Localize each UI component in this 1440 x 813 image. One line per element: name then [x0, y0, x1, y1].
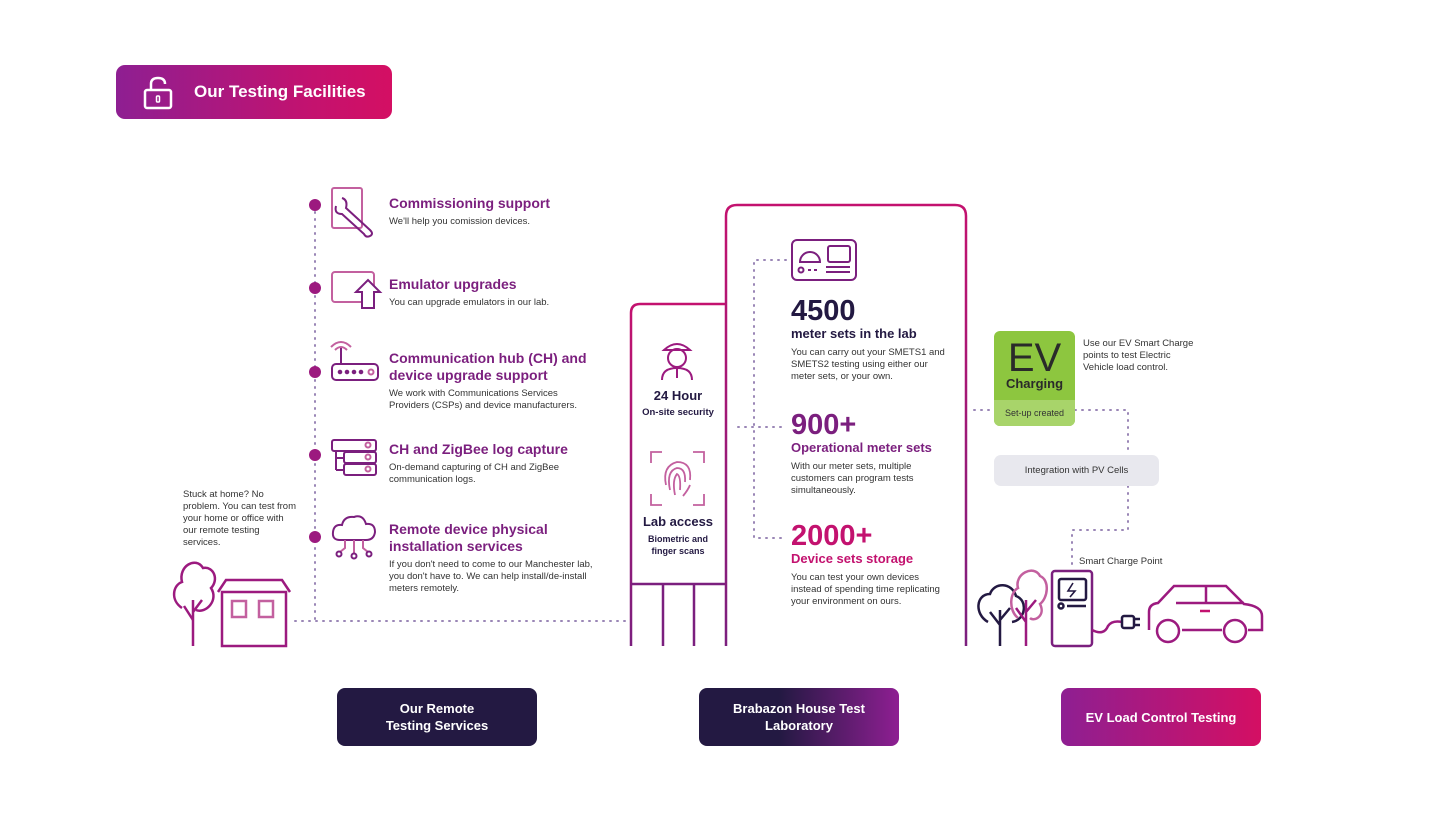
timeline-dot — [309, 199, 321, 211]
house-icon — [216, 578, 292, 648]
stat-storage: 2000+ Device sets storage You can test y… — [791, 521, 951, 608]
stat-label: Device sets storage — [791, 551, 914, 566]
ev-setup-label: Set-up created — [994, 400, 1075, 426]
stat-operational: 900+ Operational meter sets With our met… — [791, 410, 951, 497]
security-hours: 24 Hour On-site security — [633, 388, 723, 418]
service-title: Commissioning support — [389, 195, 550, 211]
charger-icon — [1050, 569, 1140, 648]
brabazon-lab-label: Brabazon House Test Laboratory — [733, 701, 865, 733]
stat-desc: With our meter sets, multiple customers … — [791, 461, 914, 496]
security-hours-title: 24 Hour — [653, 388, 703, 403]
car-icon — [1147, 584, 1264, 644]
service-emulator: Emulator upgrades You can upgrade emulat… — [389, 276, 619, 309]
stat-meter-sets: 4500 meter sets in the lab You can carry… — [791, 296, 951, 383]
service-commissioning: Commissioning support We'll help you com… — [389, 195, 619, 228]
meter-icon — [791, 239, 857, 281]
service-desc: We work with Communications Services Pro… — [389, 388, 577, 411]
ev-trees-icon — [977, 569, 1048, 646]
page-title-badge: Our Testing Facilities — [116, 65, 392, 119]
lab-access: Lab access Biometric and finger scans — [633, 514, 723, 557]
tree-icon — [172, 561, 217, 646]
smart-charge-label: Smart Charge Point — [1079, 556, 1163, 567]
page-title: Our Testing Facilities — [194, 82, 366, 101]
stat-desc: You can carry out your SMETS1 and SMETS2… — [791, 347, 945, 382]
lab-access-sub: Biometric and finger scans — [647, 534, 708, 556]
ev-load-control-button[interactable]: EV Load Control Testing — [1061, 688, 1261, 746]
ev-charging-box: EV Charging Set-up created — [994, 331, 1075, 426]
timeline-dot — [309, 449, 321, 461]
service-title: CH and ZigBee log capture — [389, 441, 568, 457]
service-title: Communication hub (CH) and device upgrad… — [389, 350, 587, 383]
stat-number: 4500 — [791, 295, 856, 327]
ev-description: Use our EV Smart Charge points to test E… — [1083, 338, 1194, 373]
stat-desc: You can test your own devices instead of… — [791, 572, 940, 607]
cloud-network-icon — [331, 515, 377, 560]
unlock-icon — [143, 76, 173, 110]
security-hours-sub: On-site security — [642, 407, 714, 418]
server-stack-icon — [331, 439, 377, 476]
timeline-dot — [309, 366, 321, 378]
stat-label: meter sets in the lab — [791, 326, 917, 341]
remote-note: Stuck at home? No problem. You can test … — [183, 489, 297, 548]
stat-label: Operational meter sets — [791, 440, 932, 455]
stat-number: 2000+ — [791, 520, 873, 552]
remote-testing-label: Our Remote Testing Services — [385, 701, 489, 733]
service-title: Emulator upgrades — [389, 276, 517, 292]
fingerprint-icon — [650, 451, 705, 506]
router-icon — [330, 341, 379, 381]
service-desc: We'll help you comission devices. — [389, 216, 531, 227]
service-remote-install: Remote device physical installation serv… — [389, 521, 609, 595]
security-tower — [629, 302, 726, 646]
service-desc: On-demand capturing of CH and ZigBee com… — [389, 462, 560, 485]
ev-charging-label: Charging — [1005, 376, 1064, 391]
ev-load-control-label: EV Load Control Testing — [1085, 709, 1237, 725]
service-title: Remote device physical installation serv… — [389, 521, 548, 554]
screen-upgrade-icon — [331, 271, 383, 309]
lab-access-title: Lab access — [642, 514, 714, 529]
remote-testing-button[interactable]: Our Remote Testing Services — [337, 688, 537, 746]
brabazon-lab-button[interactable]: Brabazon House Test Laboratory — [699, 688, 899, 746]
ev-title: EV — [1007, 336, 1062, 380]
service-log-capture: CH and ZigBee log capture On-demand capt… — [389, 441, 619, 486]
lab-building — [724, 203, 968, 646]
service-desc: You can upgrade emulators in our lab. — [389, 297, 550, 308]
stat-number: 900+ — [791, 409, 857, 441]
service-comms-hub: Communication hub (CH) and device upgrad… — [389, 350, 604, 412]
security-guard-icon — [661, 343, 693, 381]
timeline-dot — [309, 531, 321, 543]
pv-integration-pill: Integration with PV Cells — [994, 455, 1159, 486]
service-desc: If you don't need to come to our Manches… — [389, 559, 593, 594]
wrench-tablet-icon — [331, 187, 373, 238]
timeline-dot — [309, 282, 321, 294]
